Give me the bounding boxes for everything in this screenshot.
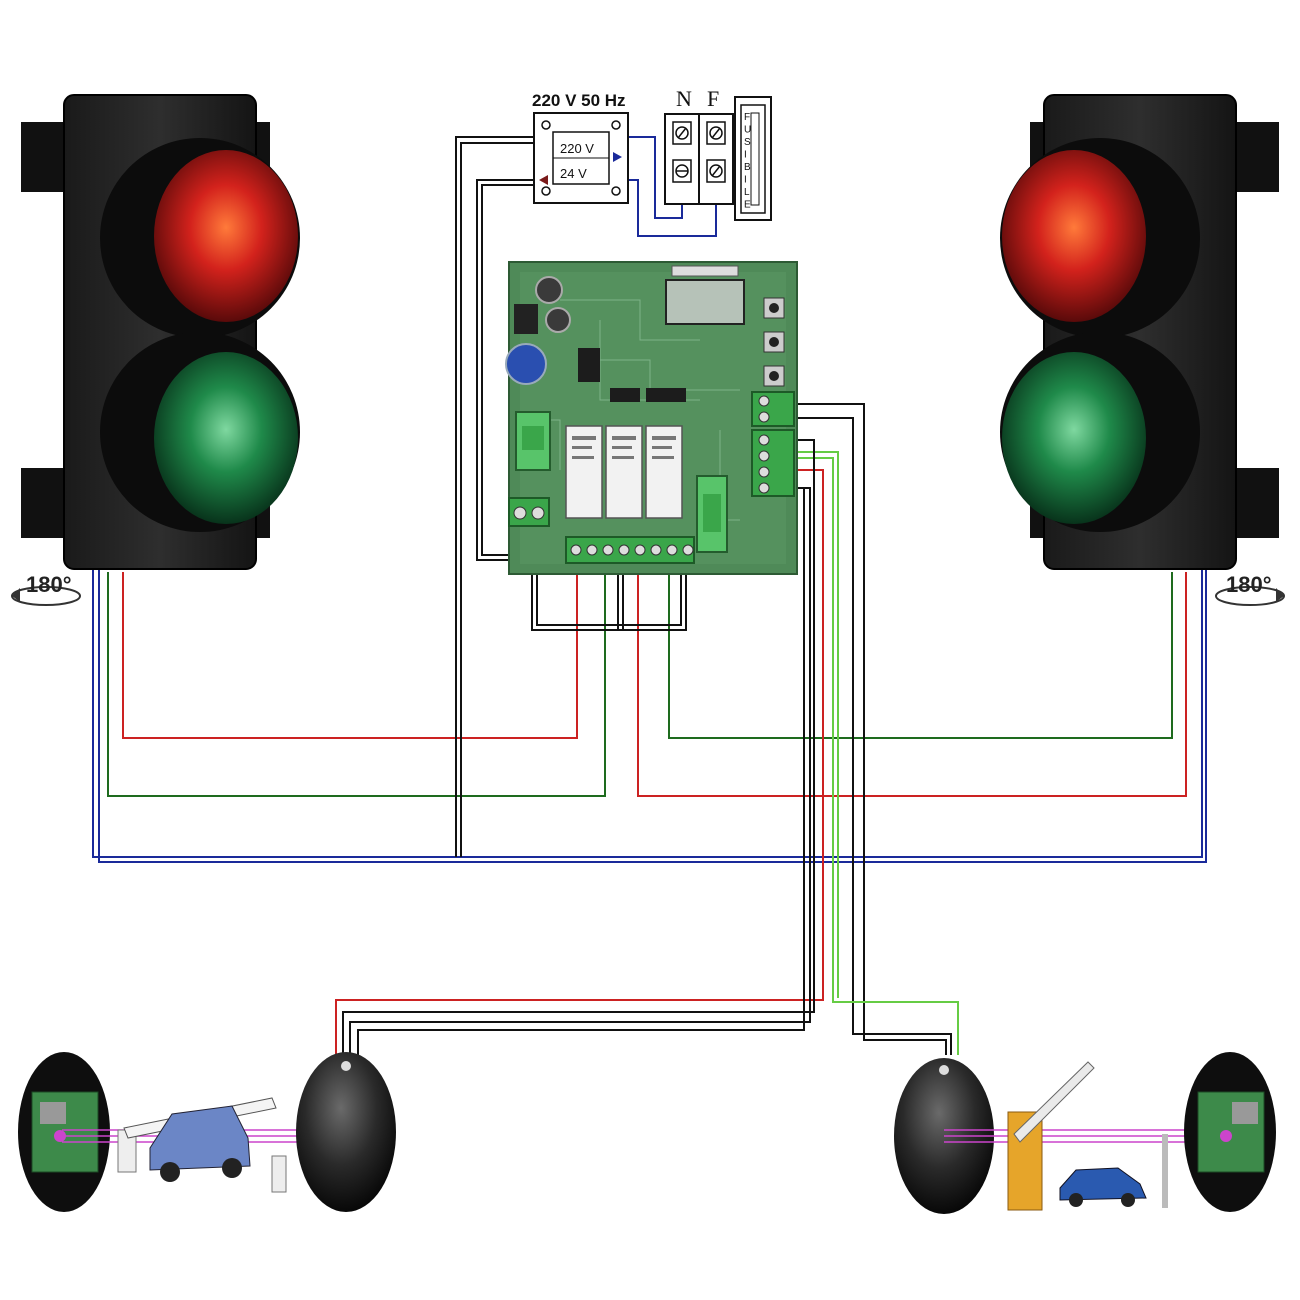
primary-voltage: 220 V bbox=[560, 141, 594, 156]
fuse-letter: I bbox=[744, 150, 747, 161]
wires bbox=[92, 136, 1207, 1055]
secondary-voltage: 24 V bbox=[560, 166, 587, 181]
board-buttons[interactable] bbox=[763, 297, 785, 387]
red-lamp bbox=[1002, 150, 1146, 322]
photocell-terminal-block bbox=[751, 391, 795, 497]
neutral-label: N bbox=[676, 86, 692, 111]
phase-label: F bbox=[707, 86, 719, 111]
mains-wire bbox=[618, 136, 717, 237]
control-board bbox=[505, 261, 798, 575]
green-wire-right bbox=[668, 560, 1173, 739]
photocell-right-pair bbox=[894, 1052, 1276, 1214]
fuse-letter: B bbox=[744, 162, 751, 173]
fuse-letter: U bbox=[744, 125, 751, 136]
rotation-label-right: 180° bbox=[1226, 572, 1272, 597]
rotate-arrow-icon: 180° bbox=[11, 572, 81, 606]
primary-arrow-icon bbox=[613, 152, 622, 162]
secondary-arrow-icon bbox=[539, 175, 548, 185]
photocell-wires bbox=[335, 403, 959, 1055]
traffic-light-right: 180° bbox=[1000, 94, 1285, 606]
blue-wire bbox=[92, 570, 1207, 863]
transformer-title: 220 V 50 Hz bbox=[532, 91, 626, 110]
red-wire-right bbox=[637, 560, 1187, 797]
barrier-gate-icon bbox=[1007, 1061, 1168, 1211]
screw-icon bbox=[672, 121, 726, 183]
red-wire-left bbox=[122, 560, 578, 739]
photocell-left-pair bbox=[18, 1052, 396, 1212]
capacitors bbox=[505, 276, 571, 385]
fuse-letter: L bbox=[744, 187, 750, 198]
fuse-letter: E bbox=[744, 200, 751, 211]
car-icon bbox=[117, 1097, 287, 1193]
green-lamp bbox=[1002, 352, 1146, 524]
lcd-display bbox=[665, 279, 745, 325]
lamp-terminal-strip bbox=[565, 536, 695, 564]
rotation-label-left: 180° bbox=[26, 572, 72, 597]
power-terminal bbox=[508, 497, 550, 527]
fuse-letter: S bbox=[744, 137, 751, 148]
rotate-arrow-icon: 180° bbox=[1215, 572, 1285, 606]
traffic-light-left: 180° bbox=[11, 94, 300, 606]
transformer: 220 V 50 Hz 220 V 24 V bbox=[532, 91, 629, 204]
green-wire-left bbox=[107, 560, 606, 797]
relays bbox=[565, 425, 683, 519]
red-lamp bbox=[154, 150, 298, 322]
terminal-loop-wire bbox=[531, 540, 687, 631]
fuse-letter: I bbox=[744, 175, 747, 186]
fuse-letter: F bbox=[744, 112, 750, 123]
car-icon bbox=[1059, 1167, 1147, 1207]
green-lamp bbox=[154, 352, 298, 524]
